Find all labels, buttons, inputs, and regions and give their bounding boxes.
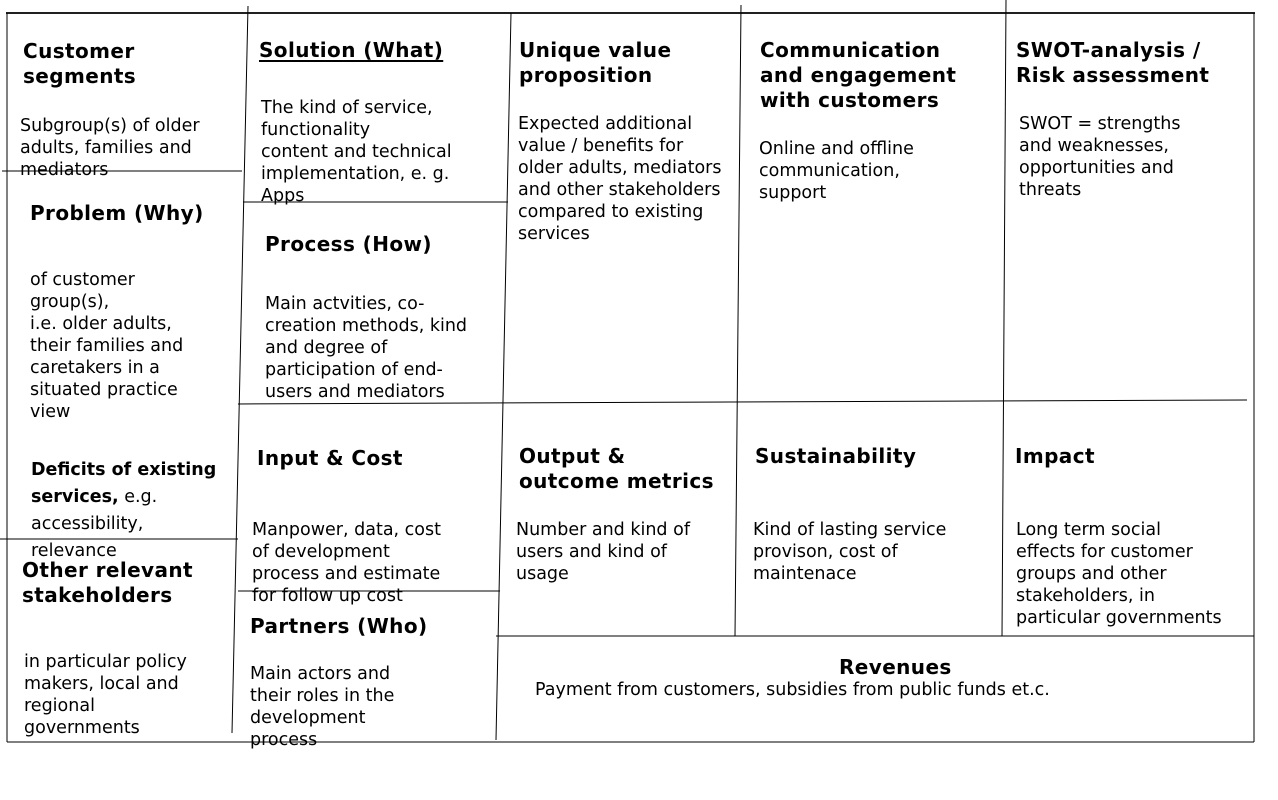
uvp-text: Expected additional value / benefits for…	[518, 114, 722, 244]
cell-solution: Solution (What) The kind of service, fun…	[259, 19, 504, 226]
cell-output-metrics: Output & outcome metrics Number and kind…	[516, 425, 736, 604]
cell-unique-value-proposition: Unique value proposition Expected additi…	[518, 19, 738, 264]
cell-impact: Impact Long term social effects for cust…	[1015, 425, 1251, 648]
problem-text: of customer group(s), i.e. older adults,…	[30, 270, 184, 422]
divider-v3	[734, 4, 742, 637]
process-title: Process (How)	[265, 232, 432, 256]
output-text: Number and kind of users and kind of usa…	[516, 520, 690, 584]
other-stakeholders-text: in particular policy makers, local and r…	[24, 652, 187, 738]
solution-title: Solution (What)	[259, 38, 444, 62]
cell-partners: Partners (Who) Main actors and their rol…	[250, 595, 495, 770]
cell-problem: Problem (Why) of customer group(s), i.e.…	[30, 182, 240, 584]
uvp-title: Unique value proposition	[519, 38, 672, 87]
cell-revenues: Revenues Payment from customers, subsidi…	[535, 655, 1250, 712]
other-stakeholders-title: Other relevant stakeholders	[22, 558, 193, 607]
divider-h-middle	[237, 399, 1248, 405]
swot-title: SWOT-analysis / Risk assessment	[1016, 38, 1210, 87]
sustainability-title: Sustainability	[755, 444, 917, 468]
sustainability-text: Kind of lasting service provison, cost o…	[753, 520, 947, 584]
cell-process: Process (How) Main actvities, co- creati…	[265, 213, 505, 422]
divider-v1	[231, 5, 249, 734]
divider-v2	[495, 12, 512, 741]
revenues-title: Revenues	[839, 655, 952, 679]
communication-title: Communication and engagement with custom…	[760, 38, 957, 112]
cell-communication: Communication and engagement with custom…	[759, 19, 999, 223]
process-text: Main actvities, co- creation methods, ki…	[265, 294, 468, 402]
partners-text: Main actors and their roles in the devel…	[250, 664, 395, 750]
customer-segments-title: Customer segments	[23, 39, 137, 88]
problem-deficits-bold: Deficits of existing services,	[31, 460, 217, 507]
cell-swot: SWOT-analysis / Risk assessment SWOT = s…	[1016, 19, 1251, 220]
output-title: Output & outcome metrics	[519, 444, 714, 493]
impact-text: Long term social effects for customer gr…	[1016, 520, 1222, 628]
divider-v4	[1001, 0, 1007, 637]
impact-title: Impact	[1015, 444, 1095, 468]
communication-text: Online and offline communication, suppor…	[759, 139, 914, 203]
solution-text: The kind of service, functionality conte…	[261, 98, 452, 206]
cell-other-stakeholders: Other relevant stakeholders in particula…	[22, 539, 232, 758]
cell-customer-segments: Customer segments Subgroup(s) of older a…	[20, 20, 240, 200]
input-cost-text: Manpower, data, cost of development proc…	[252, 520, 441, 606]
problem-deficits: Deficits of existing services, e.g. acce…	[31, 457, 240, 565]
input-cost-title: Input & Cost	[257, 446, 403, 470]
problem-deficits-text: e.g. accessibility, relevance	[31, 487, 158, 561]
problem-title: Problem (Why)	[30, 201, 204, 225]
cell-sustainability: Sustainability Kind of lasting service p…	[753, 425, 998, 604]
partners-title: Partners (Who)	[250, 614, 428, 638]
customer-segments-text: Subgroup(s) of older adults, families an…	[20, 116, 200, 180]
cell-input-cost: Input & Cost Manpower, data, cost of dev…	[252, 427, 497, 626]
swot-text: SWOT = strengths and weaknesses, opportu…	[1019, 114, 1181, 200]
revenues-text: Payment from customers, subsidies from p…	[535, 680, 1050, 700]
